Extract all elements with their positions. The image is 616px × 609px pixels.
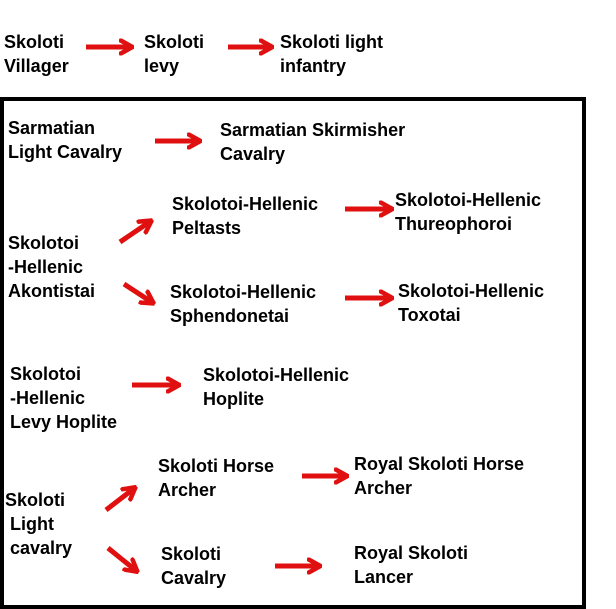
node-label: Archer [158,480,217,500]
node-sarmatian-skirmisher-cavalry: Sarmatian Skirmisher Cavalry [220,118,405,166]
node-label: Light Cavalry [8,142,123,162]
node-label: Skolotoi-Hellenic [398,281,545,301]
upgrade-tree-frame [0,97,586,609]
node-levy-hoplite: Skolotoi -Hellenic Levy Hoplite [10,362,117,434]
node-label: Levy Hoplite [10,412,118,432]
node-label: Cavalry [220,144,286,164]
node-label: Skoloti Horse [158,456,275,476]
node-toxotai: Skolotoi-Hellenic Toxotai [398,279,544,327]
node-skoloti-light-infantry: Skoloti light infantry [280,30,383,78]
node-royal-skoloti-horse-archer: Royal Skoloti Horse Archer [354,452,524,500]
node-royal-skoloti-lancer: Royal Skoloti Lancer [354,541,468,589]
node-skoloti-light-cavalry: Skoloti Light cavalry [5,488,72,560]
node-label: Skoloti [144,32,205,52]
node-label: Skolotoi-Hellenic [172,194,319,214]
node-label: Skolotoi-Hellenic [170,282,317,302]
node-label: levy [144,56,180,76]
node-label: Royal Skoloti [354,543,469,563]
node-label: infantry [280,56,347,76]
node-skoloti-villager: Skoloti Villager [4,30,69,78]
node-skoloti-levy: Skoloti levy [144,30,204,78]
node-sarmatian-light-cavalry: Sarmatian Light Cavalry [8,116,122,164]
node-label: Archer [354,478,413,498]
node-label: Royal Skoloti Horse [354,454,525,474]
node-label: Cavalry [161,568,227,588]
node-label: Thureophoroi [395,214,512,234]
node-label: -Hellenic [8,257,84,277]
arrow-down-right-icon [122,281,150,301]
node-label: cavalry [10,538,73,558]
node-label: Villager [4,56,69,76]
node-peltasts: Skolotoi-Hellenic Peltasts [172,192,318,240]
node-label: Skolotoi-Hellenic [203,365,350,385]
node-label: Skoloti [5,490,66,510]
node-skoloti-cavalry: Skoloti Cavalry [161,542,226,590]
node-label: Light [10,514,54,534]
node-label: Akontistai [8,281,96,301]
node-label: Peltasts [172,218,242,238]
node-label: Skoloti [161,544,222,564]
node-sphendonetai: Skolotoi-Hellenic Sphendonetai [170,280,316,328]
node-hoplite: Skolotoi-Hellenic Hoplite [203,363,349,411]
node-label: Sphendonetai [170,306,290,326]
arrow-up-right-icon [118,223,148,245]
node-label: -Hellenic [10,388,86,408]
node-label: Skolotoi-Hellenic [395,190,542,210]
node-akontistai: Skolotoi -Hellenic Akontistai [8,231,95,303]
node-skoloti-horse-archer: Skoloti Horse Archer [158,454,274,502]
node-label: Lancer [354,567,414,587]
node-label: Sarmatian [8,118,96,138]
arrow-up-right-icon [104,490,132,512]
node-label: Skoloti light [280,32,383,52]
node-label: Skolotoi [10,364,81,384]
node-label: Sarmatian Skirmisher [220,120,406,140]
node-label: Skoloti [4,32,65,52]
node-thureophoroi: Skolotoi-Hellenic Thureophoroi [395,188,541,236]
arrow-down-right-icon [106,546,134,569]
node-label: Skolotoi [8,233,79,253]
node-label: Hoplite [203,389,264,409]
node-label: Toxotai [398,305,461,325]
